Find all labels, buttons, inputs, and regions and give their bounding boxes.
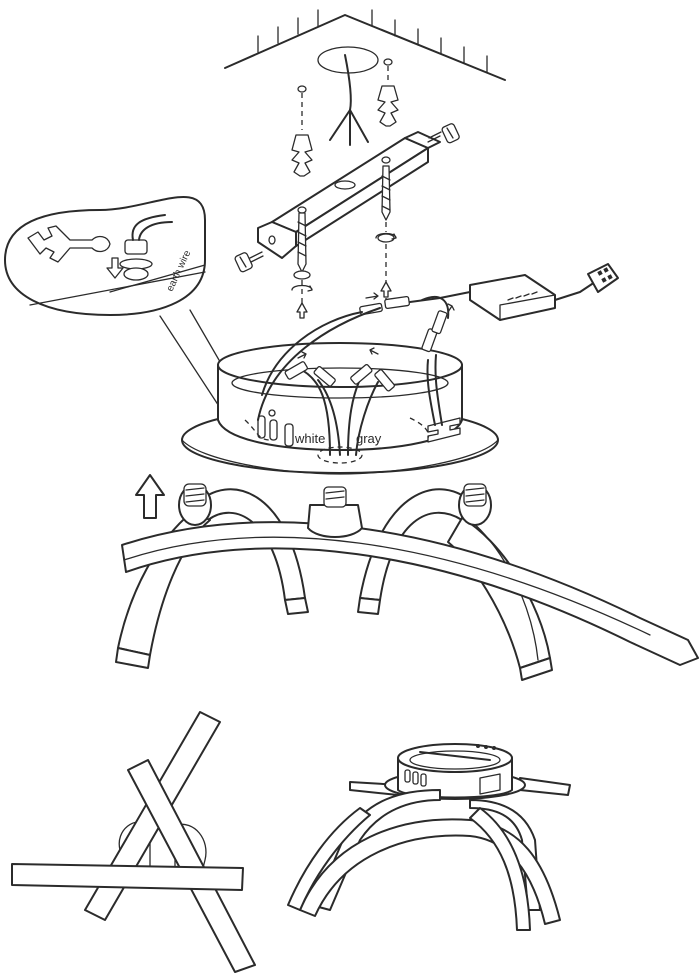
- wire-connectors: [284, 303, 455, 392]
- lamp-arms: [115, 488, 699, 681]
- detail-magnifier: earth wire: [4, 196, 249, 421]
- canopy-base: white gray: [181, 342, 499, 475]
- led-driver: [469, 274, 556, 321]
- crossed-arms-view: [11, 711, 256, 973]
- slot-2: [269, 419, 278, 441]
- slot-1: [257, 415, 266, 439]
- mounting-bracket: [257, 131, 441, 259]
- up-arrow-icon: [135, 474, 165, 519]
- socket-left: [178, 483, 212, 526]
- h-bracket: [427, 417, 461, 443]
- rotate-arrow-icon: [291, 284, 313, 292]
- gray-label: gray: [356, 431, 382, 446]
- machine-screw-left: [234, 251, 264, 273]
- assembled-view: [287, 743, 571, 931]
- driver-output-cable: [554, 279, 599, 301]
- slot-3: [284, 423, 294, 447]
- white-label: white: [294, 431, 325, 446]
- machine-screw-right: [427, 123, 460, 144]
- arrow-up-icon: [296, 302, 308, 319]
- wall-plug-right: [377, 58, 399, 127]
- arrow-up-icon-2: [380, 281, 392, 298]
- socket-right: [458, 483, 492, 526]
- wrench-icon: [27, 225, 111, 263]
- terminal-block: [587, 263, 619, 293]
- socket-center: [307, 486, 363, 538]
- bracket-screw-right: [377, 165, 395, 300]
- inline-connector: [359, 292, 410, 316]
- wall-plug-left: [291, 85, 313, 177]
- rotate-arrow-icon-2: [375, 232, 397, 240]
- ceiling: [224, 9, 506, 146]
